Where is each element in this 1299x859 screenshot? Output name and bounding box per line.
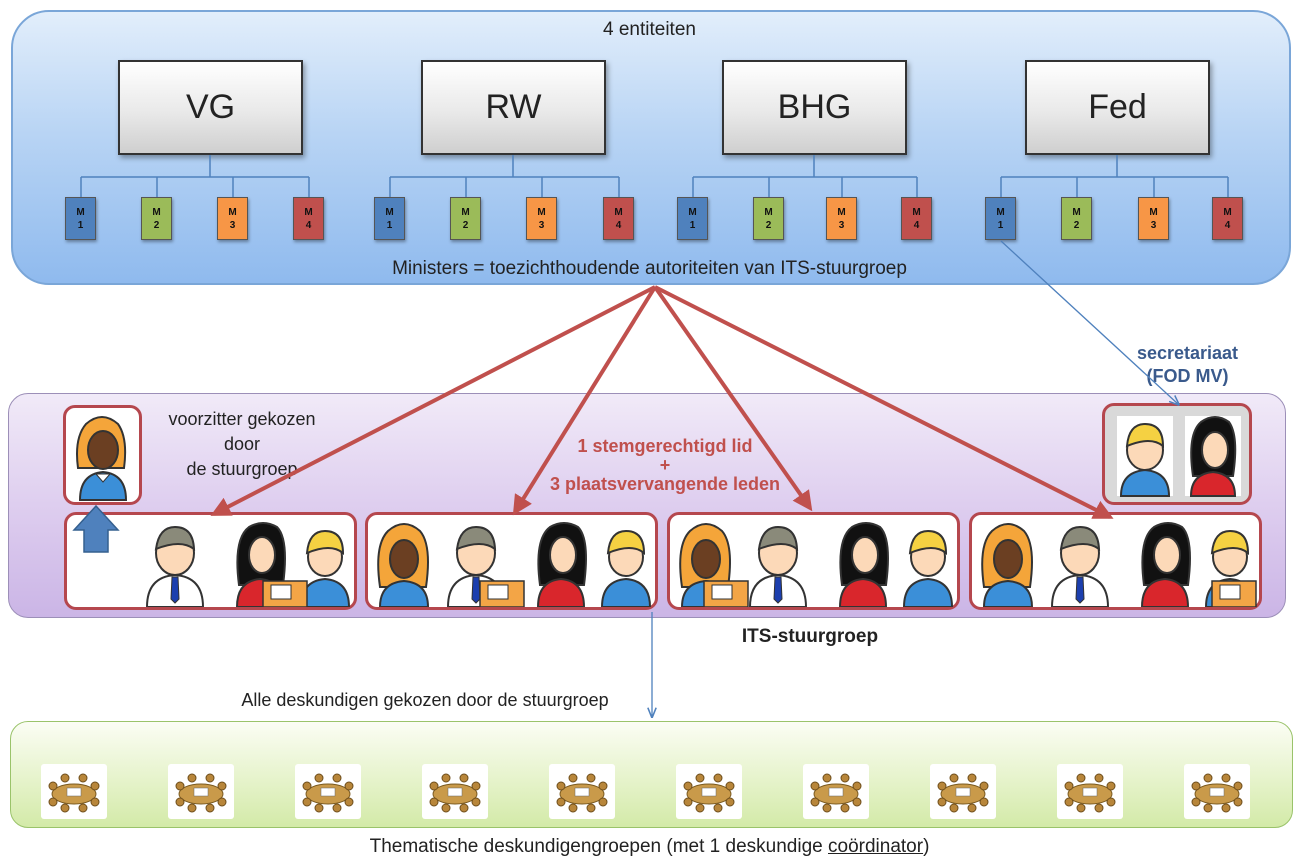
org-tree-connectors — [80, 155, 1229, 197]
ministers-caption: Ministers = toezichthoudende autoriteite… — [392, 258, 907, 279]
delegation-people-icon — [145, 522, 351, 608]
expert-group-table-icon — [422, 764, 488, 819]
chair-up-arrow-icon — [72, 504, 120, 553]
chair-label: voorzitter gekozen door de stuurgroep — [168, 409, 316, 479]
expert-group-table-icon — [676, 764, 742, 819]
entity-box-bhg: BHG — [722, 60, 907, 155]
entity-box-rw: RW — [421, 60, 606, 155]
authority-arrow-bhg — [653, 285, 813, 512]
authority-arrow-fed — [654, 285, 1114, 519]
entity-box-vg: VG — [118, 60, 303, 155]
expert-group-table-icon — [549, 764, 615, 819]
chair-box — [63, 405, 142, 505]
secretariat-people-icon — [1117, 416, 1241, 497]
expert-group-table-icon — [1184, 764, 1250, 819]
expert-group-table-icon — [41, 764, 107, 819]
delegation-people-icon — [377, 522, 652, 608]
expert-group-table-icon — [930, 764, 996, 819]
delegation-people-icon — [981, 522, 1257, 608]
expert-group-table-icon — [295, 764, 361, 819]
chair-person-icon — [76, 416, 128, 501]
delegation-people-icon — [679, 522, 954, 608]
members-label: 1 stemgerechtigd lid + 3 plaatsvervangen… — [549, 436, 781, 494]
secretariat-arrow — [1000, 240, 1178, 404]
steering-group-label: ITS-stuurgroep — [741, 626, 879, 647]
entity-box-fed: Fed — [1025, 60, 1210, 155]
delegation-box-rw — [365, 512, 658, 610]
delegation-box-bhg — [667, 512, 960, 610]
expert-group-table-icon — [803, 764, 869, 819]
expert-groups-caption: Thematische deskundigengroepen (met 1 de… — [369, 836, 930, 857]
experts-label: Alle deskundigen gekozen door de stuurgr… — [241, 690, 609, 710]
expert-group-table-icon — [1057, 764, 1123, 819]
authority-arrow-vg — [210, 285, 656, 516]
secretariat-box — [1102, 403, 1252, 505]
delegation-box-fed — [969, 512, 1262, 610]
secretariat-label: secretariaat (FOD MV) — [1136, 343, 1239, 386]
authority-arrow-rw — [512, 285, 657, 516]
entities-title: 4 entiteiten — [603, 19, 696, 40]
expert-group-table-icon — [168, 764, 234, 819]
authority-arrows — [210, 285, 1114, 519]
